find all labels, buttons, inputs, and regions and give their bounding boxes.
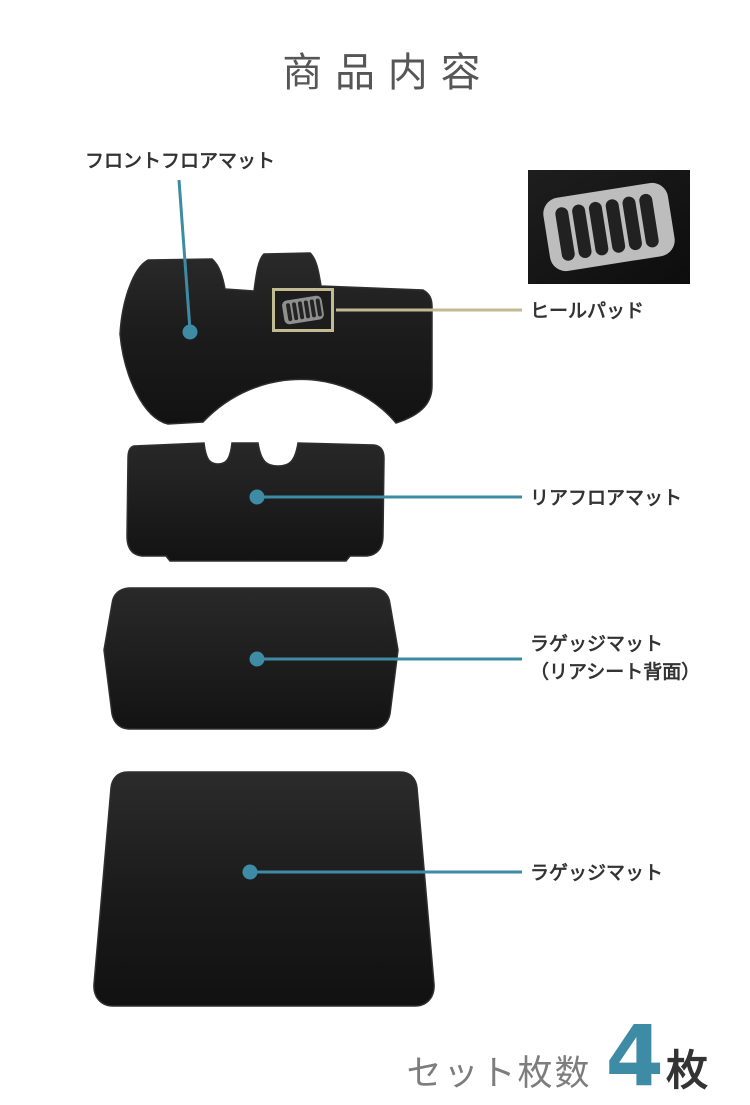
luggage-mat-rear-seat-label: ラゲッジマット （リアシート背面） [530, 631, 700, 686]
luggage-mat-label: ラゲッジマット [530, 862, 664, 884]
heel-pad-label: ヒールパッド [530, 300, 645, 322]
rear-floor-mat-label: リアフロアマット [530, 487, 683, 509]
luggage-mat-image [93, 771, 435, 1007]
front-floor-mat-label: フロントフロアマット [85, 150, 276, 172]
heel-pad-photo [528, 170, 690, 284]
front-floor-mat-image [119, 252, 433, 425]
luggage-mat-rear-seat-label-line1: ラゲッジマット [530, 633, 664, 655]
heel-pad-closeup [543, 182, 675, 272]
rear-floor-mat-image [126, 442, 385, 562]
luggage-mat-rear-seat-image [103, 587, 399, 730]
rear-floor-mat-shape [126, 442, 385, 562]
luggage-mat-shape [93, 771, 435, 1007]
set-count-number: 4 [605, 1007, 664, 1105]
luggage-mat-rear-seat-shape [103, 587, 399, 730]
luggage-mat-rear-seat-label-line2: （リアシート背面） [530, 660, 701, 683]
heel-pad-mini [275, 291, 331, 329]
front-floor-mat-shape [119, 252, 433, 425]
heel-pad-highlight-box [272, 288, 334, 332]
set-count: セット枚数 4 枚 [407, 1014, 708, 1098]
page-title: 商品内容 [282, 50, 494, 96]
set-count-unit: 枚 [665, 1046, 708, 1095]
set-count-label: セット枚数 [406, 1054, 592, 1094]
